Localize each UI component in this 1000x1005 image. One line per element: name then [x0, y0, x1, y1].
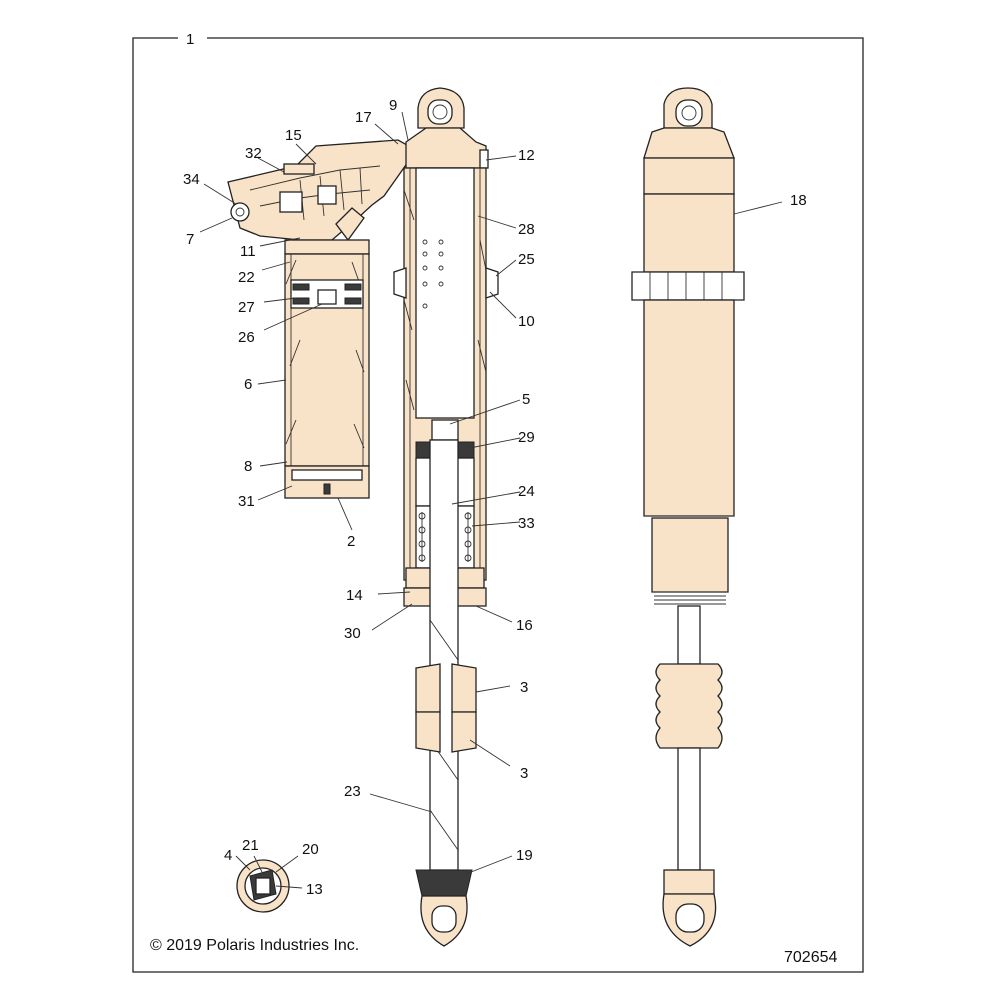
inner-tube [415, 167, 475, 419]
lower-eyelet-base [415, 869, 473, 897]
callout-29: 29 [518, 429, 535, 446]
callout-3-lower: 3 [520, 765, 528, 782]
callout-19: 19 [516, 847, 533, 864]
callout-9: 9 [389, 97, 397, 114]
callout-5: 5 [522, 391, 530, 408]
callout-8: 8 [244, 458, 252, 475]
callout-33: 33 [518, 515, 535, 532]
callout-31: 31 [238, 493, 255, 510]
callout-34: 34 [183, 171, 200, 188]
bushing-detail [236, 859, 290, 913]
bump-stop-lower-left [415, 711, 441, 753]
callout-25: 25 [518, 251, 535, 268]
bump-stop-upper-right [451, 663, 477, 713]
callout-30: 30 [344, 625, 361, 642]
callout-3-upper: 3 [520, 679, 528, 696]
callout-26: 26 [238, 329, 255, 346]
ext-body-upper [643, 193, 735, 273]
callout-13: 13 [306, 881, 323, 898]
ext-body-lower [643, 299, 735, 517]
callout-20: 20 [302, 841, 319, 858]
diagram-frame [132, 37, 864, 973]
preload-collar-left [393, 267, 407, 299]
callout-27: 27 [238, 299, 255, 316]
bleed-ports [422, 239, 444, 309]
callout-32: 32 [245, 145, 262, 162]
callout-21: 21 [242, 837, 259, 854]
adjuster-knob [230, 202, 250, 222]
callout-22: 22 [238, 269, 255, 286]
ext-shaft-lower [677, 747, 701, 871]
callout-18: 18 [790, 192, 807, 209]
callout-11: 11 [240, 243, 256, 260]
callout-23: 23 [344, 783, 361, 800]
ext-sleeve [651, 517, 729, 593]
shock-exterior [631, 87, 745, 947]
callout-16: 16 [516, 617, 533, 634]
shaft [429, 439, 459, 871]
callout-10: 10 [518, 313, 535, 330]
leader-lines [199, 111, 783, 889]
preload-collar-right [485, 267, 499, 299]
assembly-number: 1 [186, 31, 194, 48]
figure-id: 702654 [784, 949, 837, 966]
callout-6: 6 [244, 376, 252, 393]
callout-4: 4 [224, 847, 232, 864]
ext-bump-stop [655, 663, 723, 749]
reservoir-assembly [227, 139, 417, 499]
callout-labels: 9 17 15 32 34 7 11 22 27 26 6 8 31 2 12 … [183, 97, 807, 898]
body-cap [405, 127, 487, 169]
callout-28: 28 [518, 221, 535, 238]
callout-12: 12 [518, 147, 535, 164]
callout-7: 7 [186, 231, 194, 248]
callout-14: 14 [346, 587, 363, 604]
bump-stop-lower-right [451, 711, 477, 753]
copyright-text: © 2019 Polaris Industries Inc. [150, 937, 359, 954]
ext-shaft-upper [677, 605, 701, 665]
valve-neck [335, 207, 365, 242]
callout-17: 17 [355, 109, 372, 126]
callout-15: 15 [285, 127, 302, 144]
ext-body-cap [643, 157, 735, 195]
shock-cutaway [393, 87, 499, 947]
callout-2: 2 [347, 533, 355, 550]
ext-preload-collar [631, 271, 745, 301]
callout-24: 24 [518, 483, 535, 500]
bump-stop-upper-left [415, 663, 441, 713]
